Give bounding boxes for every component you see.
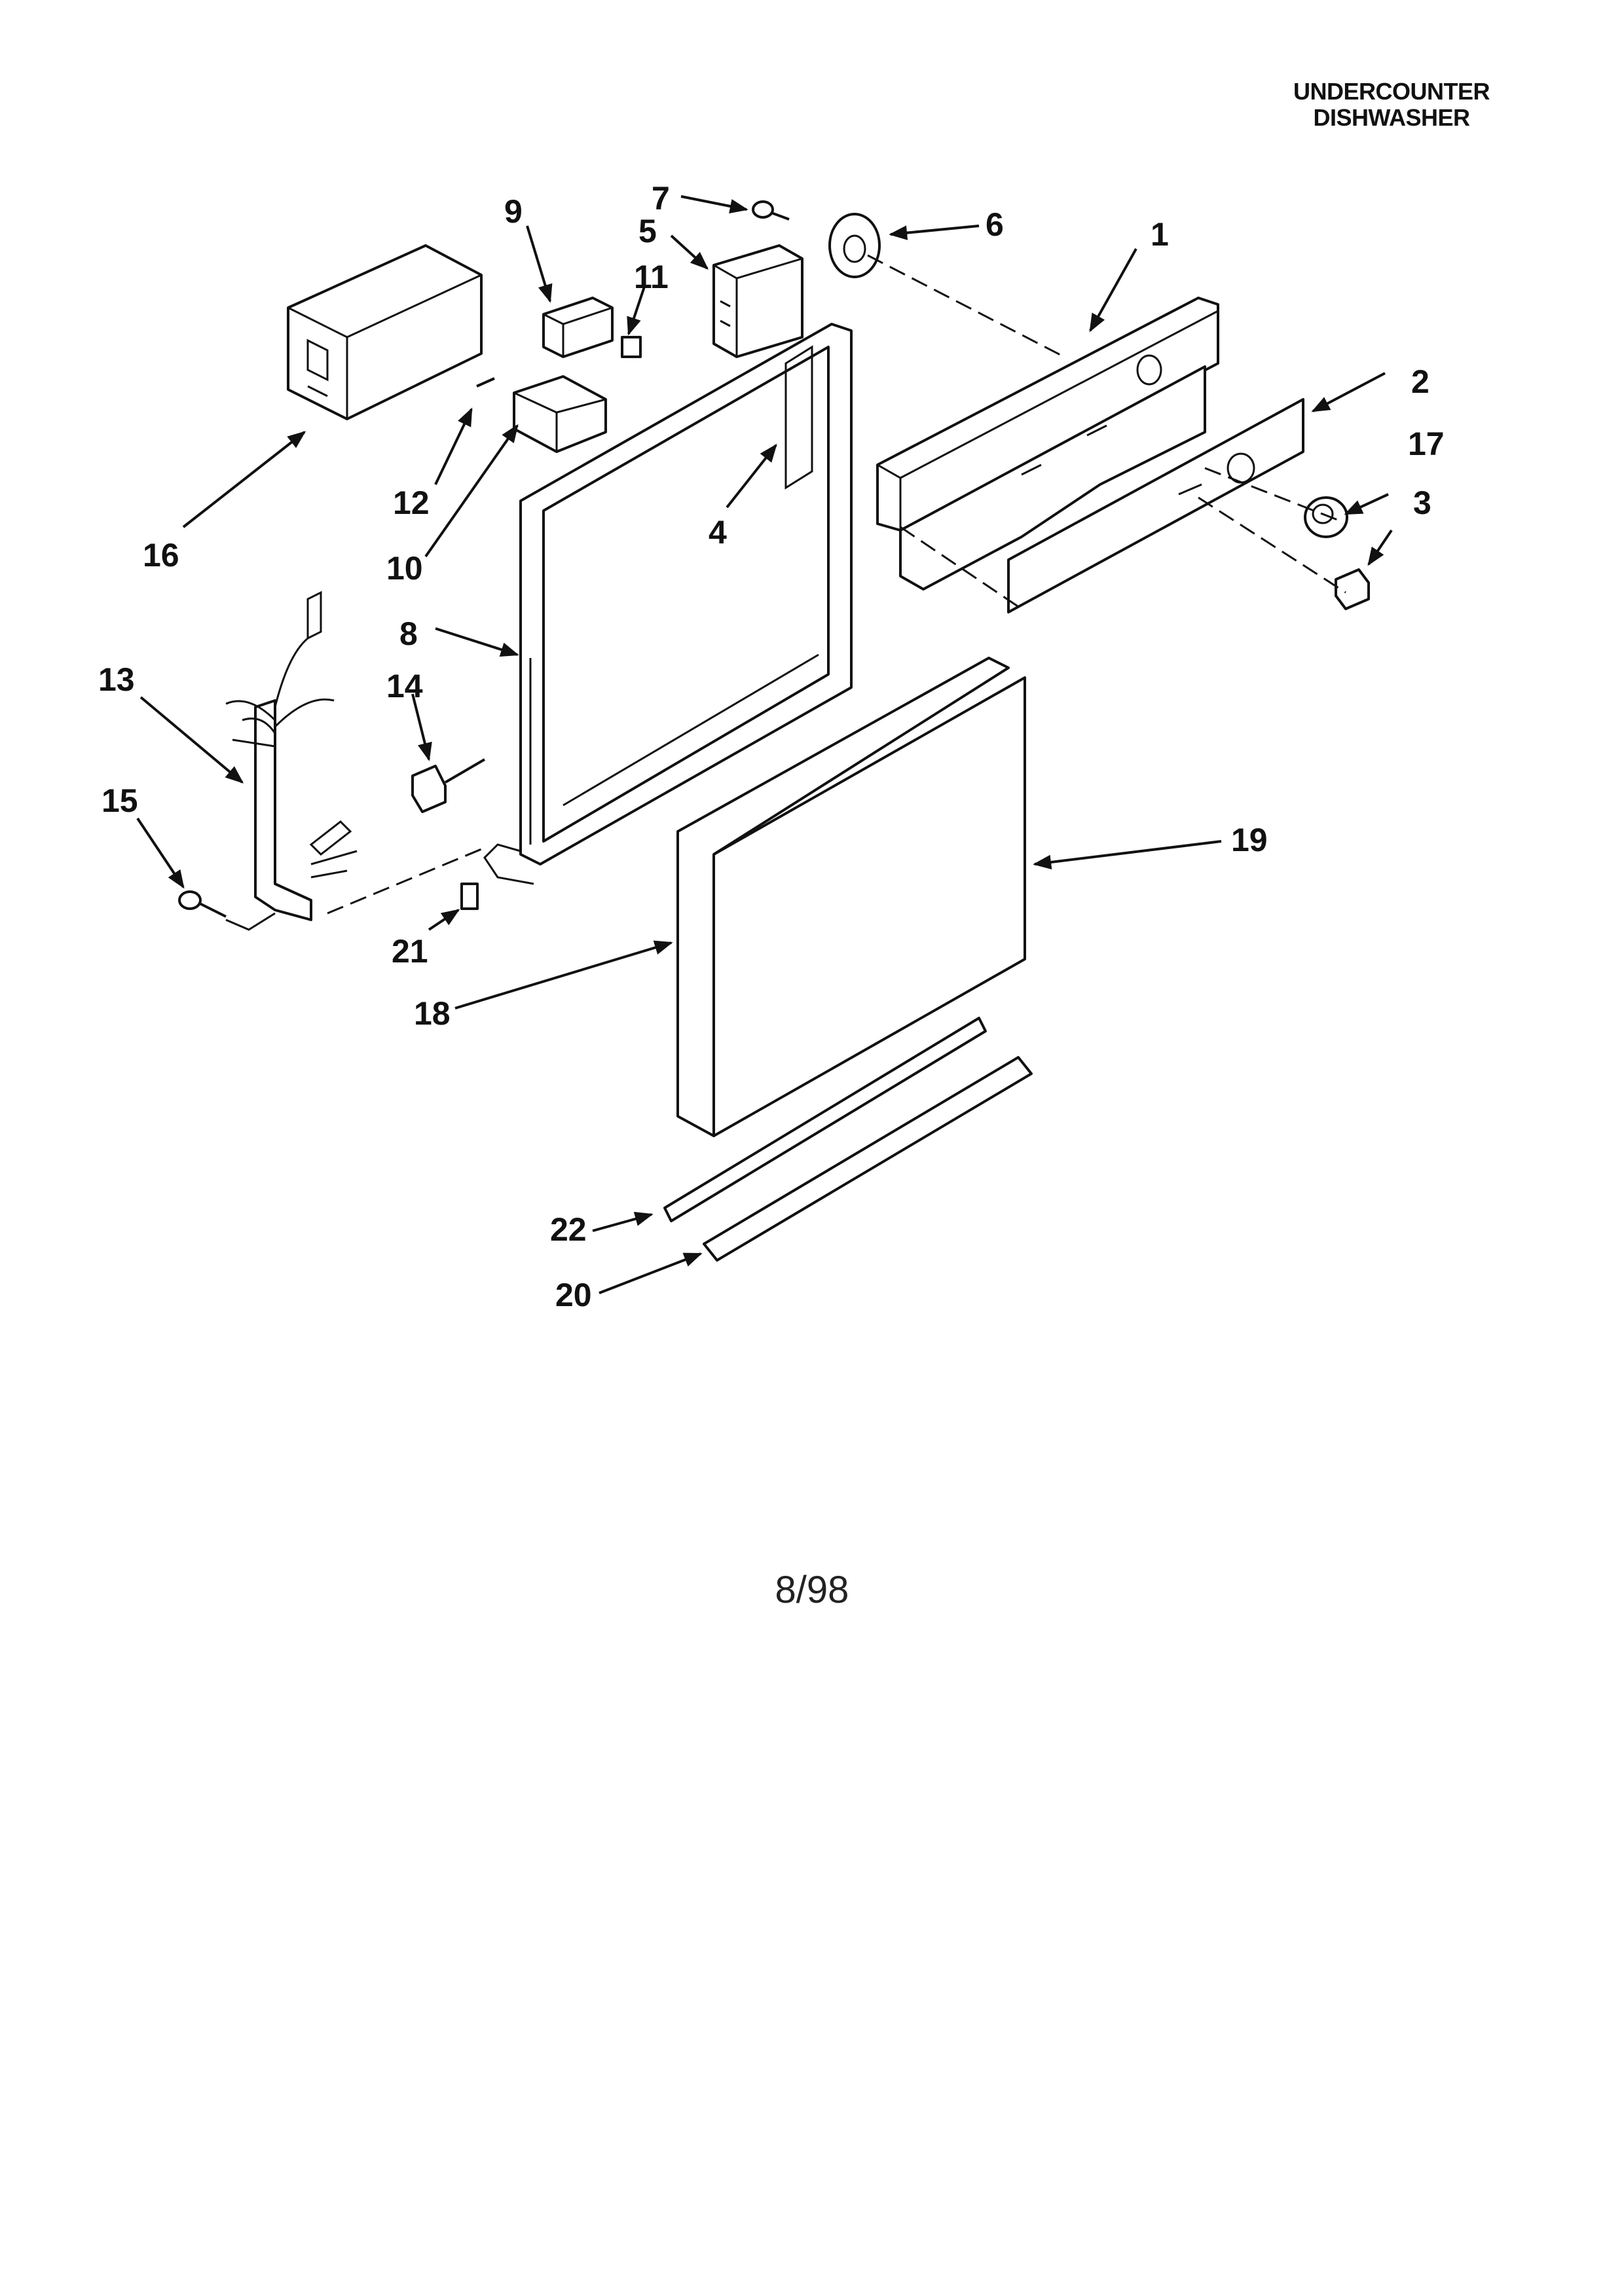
assembly-line-6: [867, 254, 1065, 358]
callout-21: 21: [392, 933, 428, 970]
callout-13: 13: [98, 661, 135, 698]
part-13-harness: [225, 591, 358, 921]
callout-2: 2: [1411, 363, 1430, 400]
diagram-header: UNDERCOUNTER DISHWASHER: [1293, 79, 1490, 131]
part-11-clip: [621, 336, 642, 358]
part-15-screw: [178, 890, 227, 918]
callout-18: 18: [414, 995, 451, 1032]
callout-5: 5: [638, 213, 657, 249]
callout-6: 6: [986, 206, 1004, 243]
callout-8: 8: [399, 615, 418, 652]
callout-20: 20: [555, 1277, 592, 1313]
revision-date: 8/98: [775, 1569, 849, 1611]
header-line-2: DISHWASHER: [1313, 104, 1470, 131]
part-22-trim-strip: [663, 1017, 987, 1222]
callout-19: 19: [1231, 822, 1268, 858]
part-9-switch: [542, 297, 614, 358]
callout-11: 11: [634, 259, 669, 295]
part-7-screw: [752, 200, 790, 221]
part-14-connector: [411, 758, 486, 813]
part-5-latch: [712, 244, 803, 358]
callout-4: 4: [709, 514, 727, 551]
callout-14: 14: [386, 668, 423, 704]
callout-9: 9: [504, 193, 523, 230]
part-17-knob: [1304, 496, 1348, 538]
part-21-clip: [460, 883, 479, 910]
assembly-line-2: [1198, 467, 1346, 594]
callout-labels: 1 2 3 4 5 6 7 8 9 10 11 12 13 14 15 16 1…: [98, 180, 1445, 1313]
part-18-spacer-panel: [676, 657, 1010, 1137]
callout-12: 12: [393, 484, 430, 521]
callout-10: 10: [386, 550, 423, 587]
leader-lines: [136, 195, 1393, 1294]
part-12-pin: [476, 377, 495, 388]
part-20-trim-strip: [703, 1056, 1033, 1262]
callout-17: 17: [1408, 426, 1445, 462]
callout-1: 1: [1151, 216, 1169, 253]
callout-22: 22: [550, 1211, 587, 1248]
part-6-knob-cam: [828, 213, 881, 278]
callout-15: 15: [101, 782, 138, 819]
assembly-line-13: [327, 847, 485, 915]
part-16-cover: [287, 244, 483, 420]
callout-7: 7: [652, 180, 670, 217]
part-10-holder: [513, 375, 607, 453]
part-3-switch: [1335, 568, 1370, 610]
assembly-line-15: [225, 912, 276, 931]
callout-16: 16: [143, 537, 179, 574]
part-1-control-panel: [876, 297, 1219, 591]
header-line-1: UNDERCOUNTER: [1293, 78, 1490, 105]
callout-3: 3: [1413, 484, 1431, 521]
